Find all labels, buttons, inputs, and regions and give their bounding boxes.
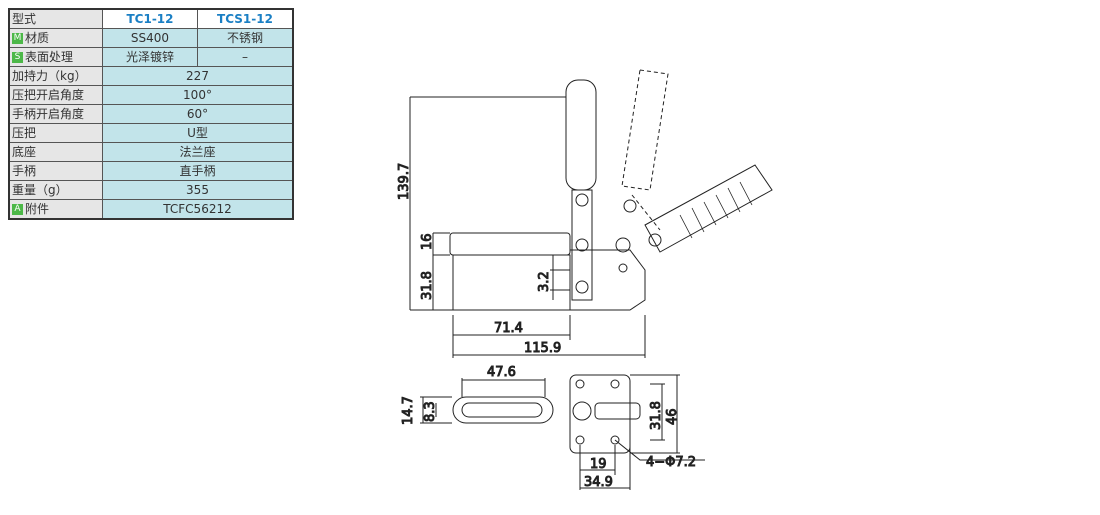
cell: 227 — [102, 66, 294, 86]
table-row: 手柄直手柄 — [8, 161, 294, 181]
side-view — [409, 69, 773, 358]
table-row: 底座法兰座 — [8, 142, 294, 162]
row-label: 压把开启角度 — [8, 85, 103, 105]
header-label: 型式 — [8, 8, 103, 29]
accessory-badge-icon: A — [12, 204, 23, 215]
cell: SS400 — [102, 28, 198, 48]
dim-34-9: 34.9 — [584, 475, 613, 490]
dim-14-7: 14.7 — [401, 396, 416, 425]
dim-46: 46 — [665, 408, 680, 425]
cell: 60° — [102, 104, 294, 124]
cell: 法兰座 — [102, 142, 294, 162]
dim-31-8-top: 31.8 — [649, 401, 664, 430]
dim-115-9: 115.9 — [524, 341, 561, 356]
row-label: 手柄开启角度 — [8, 104, 103, 124]
cell: 直手柄 — [102, 161, 294, 181]
dim-47-6: 47.6 — [487, 365, 516, 380]
row-label: 底座 — [8, 142, 103, 162]
dim-hole-diameter: 4−Φ7.2 — [646, 455, 696, 470]
dim-16: 16 — [420, 233, 435, 250]
row-label: 手柄 — [8, 161, 103, 181]
dim-71-4: 71.4 — [494, 321, 523, 336]
dim-8-3: 8.3 — [423, 401, 438, 422]
cell: 不锈钢 — [197, 28, 294, 48]
cell: U型 — [102, 123, 294, 143]
row-label: 重量（g） — [8, 180, 103, 200]
table-header-row: 型式 TC1-12 TCS1-12 — [8, 8, 294, 29]
top-view — [420, 374, 705, 490]
cell: – — [197, 47, 294, 67]
row-label: 压把 — [8, 123, 103, 143]
row-label: 表面处理 — [25, 50, 74, 64]
dim-139-7: 139.7 — [397, 163, 412, 200]
table-row: 加持力（kg）227 — [8, 66, 294, 86]
dim-3-2: 3.2 — [537, 271, 552, 292]
cell: 100° — [102, 85, 294, 105]
row-label: 附件 — [25, 202, 50, 216]
table-row: 重量（g）355 — [8, 180, 294, 200]
row-label: 材质 — [25, 31, 50, 45]
cell: 355 — [102, 180, 294, 200]
cell: TCFC56212 — [102, 199, 294, 220]
row-label: 加持力（kg） — [8, 66, 103, 86]
dim-31-8: 31.8 — [420, 271, 435, 300]
dim-19: 19 — [590, 457, 607, 472]
material-badge-icon: M — [12, 33, 23, 44]
surface-badge-icon: S — [12, 52, 23, 63]
